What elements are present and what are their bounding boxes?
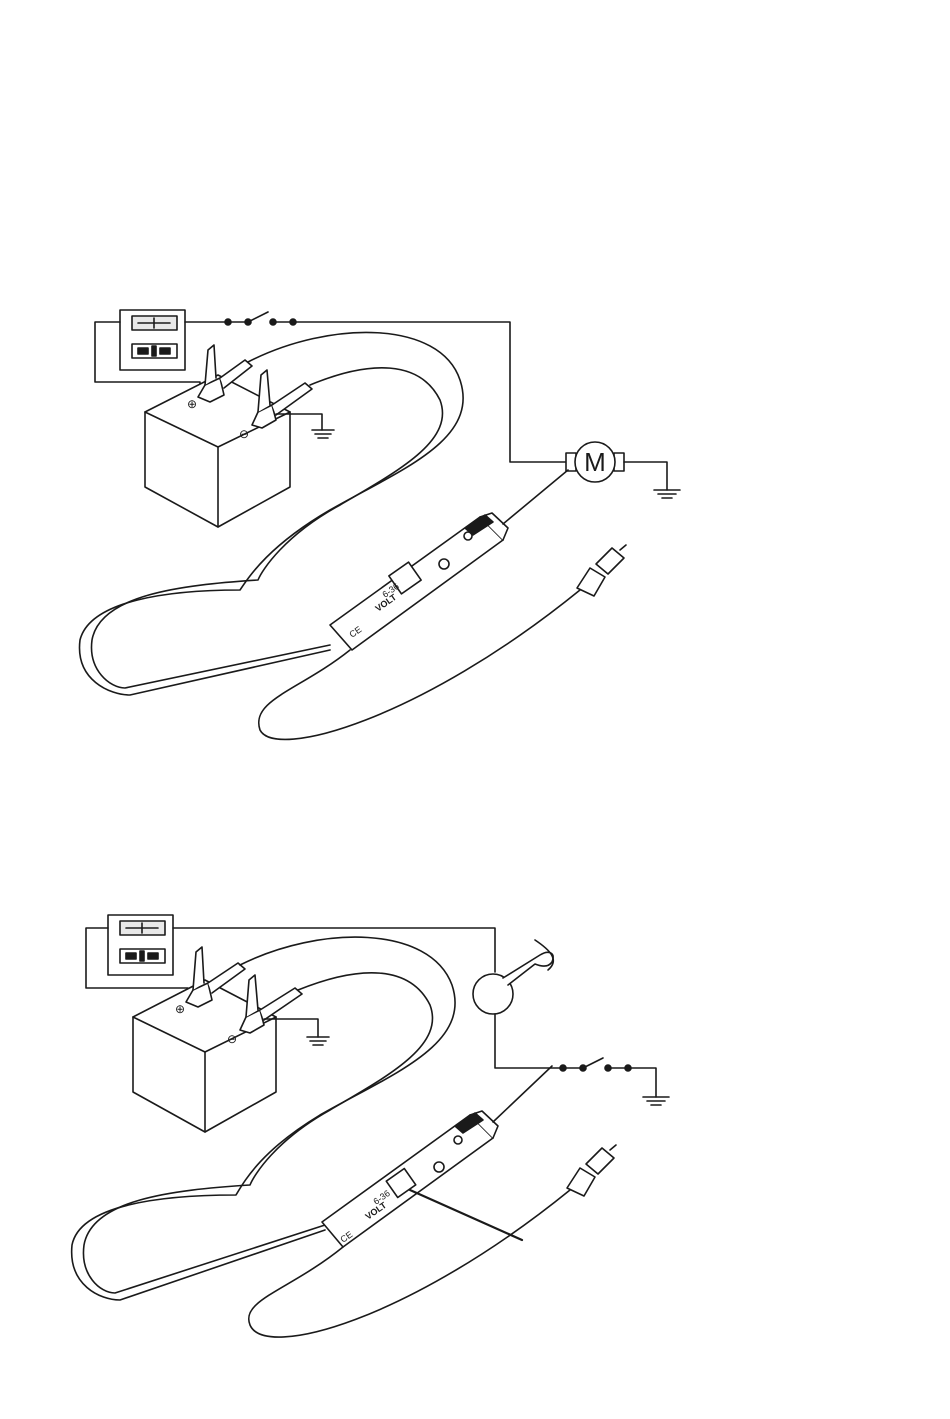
probe-icon: 6-36 VOLT CE — [322, 1066, 552, 1247]
switch-icon — [560, 1058, 631, 1071]
battery-plus-label: ⊕ — [175, 1002, 185, 1016]
lead-positive — [80, 332, 464, 695]
motor-label: M — [584, 447, 606, 477]
diagram-horn-test: ⊕ ⊖ 6-36 — [72, 915, 669, 1337]
indicator-panel — [120, 310, 185, 370]
ground-icon — [312, 430, 334, 438]
probe-icon: 6-36 VOLT CE — [330, 470, 568, 650]
probe-pigtail — [249, 1190, 570, 1337]
ground-icon — [307, 1037, 329, 1045]
ground-icon — [643, 1097, 669, 1105]
battery-minus-label: ⊖ — [239, 427, 249, 441]
probe-pigtail — [259, 590, 580, 739]
wire-switch-ground — [628, 1068, 656, 1097]
diagram-motor-test: M ⊕ ⊖ — [80, 310, 680, 739]
switch-icon — [185, 312, 296, 325]
battery-plus-label: ⊕ — [187, 397, 197, 411]
wire-to-horn — [173, 928, 495, 972]
clip-icon — [567, 1145, 616, 1196]
motor-icon: M — [566, 442, 624, 482]
clip-icon — [577, 545, 626, 596]
callout-line — [410, 1190, 522, 1240]
wire-horn-switch — [495, 1014, 563, 1068]
battery-minus-label: ⊖ — [227, 1032, 237, 1046]
horn-icon — [473, 940, 553, 1014]
wire-motor-ground — [624, 462, 667, 490]
ground-icon — [654, 490, 680, 498]
indicator-panel — [108, 915, 173, 975]
